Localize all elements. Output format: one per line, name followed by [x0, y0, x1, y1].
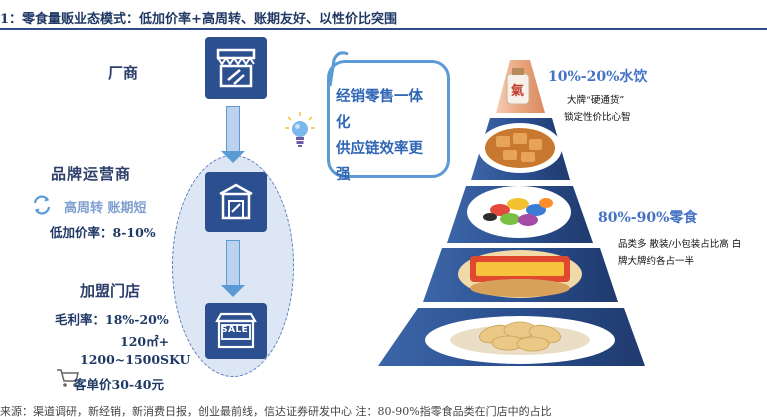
- shopping-cart-icon: [57, 369, 79, 387]
- arrow-shaft-2: [226, 240, 240, 286]
- manufacturer-shop-icon: [205, 37, 267, 99]
- avg-ticket-label: 客单价30-40元: [74, 377, 164, 392]
- brand-operator-subtitle: 高周转 账期短: [64, 201, 147, 216]
- snack-note-2: 牌大牌约各占一半: [618, 256, 695, 267]
- store-area-label: 120㎡+: [120, 334, 170, 349]
- insight-text: 经销零售一体 化 供应链效率更 强: [336, 84, 446, 188]
- arrow-shaft-1: [226, 106, 240, 152]
- beverage-note-1: 大牌“硬通货”: [567, 95, 625, 106]
- beverage-note-2: 锁定性价比心智: [564, 112, 631, 123]
- insight-line-3: 供应链效率更: [336, 141, 423, 157]
- page-title: 1：零食量贩业态模式：低加价率+高周转、账期友好、以性价比突围: [0, 12, 397, 27]
- insight-line-2: 化: [336, 115, 351, 131]
- franchise-sale-icon: SALE: [205, 303, 267, 359]
- franchise-store-label: 加盟门店: [80, 282, 141, 300]
- lightbulb-icon: [285, 112, 315, 147]
- gross-margin-label: 毛利率：18%-20%: [55, 312, 169, 327]
- bottle-cap: [512, 68, 524, 75]
- manufacturer-label: 厂商: [108, 64, 139, 82]
- source-footnote: 来源：渠道调研，新经销，新消费日报，创业最前线，信达证券研发中心 注：80-90…: [0, 405, 552, 417]
- brand-operator-building-icon: [205, 172, 267, 232]
- title-divider: [0, 28, 767, 30]
- bottle-label-text: 氣: [511, 84, 525, 99]
- insight-line-1: 经销零售一体: [336, 89, 423, 105]
- insight-line-4: 强: [336, 167, 351, 183]
- brand-operator-label: 品牌运营商: [51, 165, 132, 183]
- snack-share-label: 80%-90%零食: [598, 210, 698, 226]
- snack-note-1: 品类多 散装/小包装占比高 白: [618, 239, 742, 250]
- arrow-down-icon: [221, 151, 245, 163]
- cycle-icon: [33, 195, 51, 215]
- bubble-tail: [328, 51, 349, 87]
- beverage-share-label: 10%-20%水饮: [548, 69, 648, 85]
- sale-sign-text: SALE: [221, 325, 249, 335]
- snack-plate-candy: [467, 186, 571, 238]
- arrow-down-icon: [221, 285, 245, 297]
- insight-bubble: [327, 60, 450, 178]
- sku-count-label: 1200~1500SKU: [80, 352, 191, 367]
- markup-rate-label: 低加价率：8-10%: [50, 225, 156, 240]
